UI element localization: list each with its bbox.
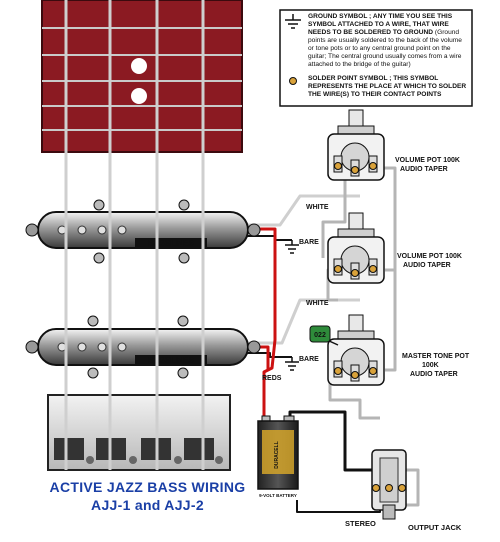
tone-capacitor: 022 (309, 325, 339, 346)
white-wire-label: WHITE (306, 204, 329, 211)
title-line-2: AJJ-1 and AJJ-2 (91, 497, 204, 513)
stereo-label: STEREO (345, 519, 376, 528)
tone-pot-label: MASTER TONE POT (402, 353, 470, 360)
bridge-pickup: BASSLINES (25, 315, 261, 379)
tone-pot-taper: AUDIO TAPER (410, 371, 458, 378)
legend-ground-text: GROUND SYMBOL ; ANY TIME YOU SEE THIS SY… (308, 13, 468, 69)
solder-point-icon (289, 77, 297, 85)
output-jack (371, 449, 407, 520)
volume-pot-1 (327, 109, 385, 181)
output-jack-label: OUTPUT JACK (408, 523, 462, 532)
bridge (47, 394, 231, 471)
neck-pickup: BASSLINES (25, 199, 261, 264)
bare-wire-label: BARE (299, 239, 319, 246)
legend-box (279, 9, 473, 107)
legend-ground-title: GROUND SYMBOL ; ANY TIME YOU SEE THIS SY… (308, 13, 453, 36)
tone-pot-value: 100K (422, 362, 439, 369)
white-wire-label: WHITE (306, 300, 329, 307)
battery: DURACELL (257, 415, 299, 490)
ground-symbol-icon (285, 14, 301, 29)
pickup-brand: BASSLINES (148, 239, 194, 248)
battery-label: 9-VOLT BATTERY (259, 493, 297, 498)
fret-marker-dot (131, 58, 147, 74)
volume-pot-2 (327, 212, 385, 284)
tone-pot (327, 314, 385, 386)
volume-pot-1-taper: AUDIO TAPER (400, 166, 448, 173)
volume-pot-2-taper: AUDIO TAPER (403, 262, 451, 269)
legend-solder-text: SOLDER POINT SYMBOL ; THIS SYMBOL REPRES… (308, 75, 468, 99)
reds-wire-label: REDS (262, 375, 282, 382)
volume-pot-1-label: VOLUME POT 100K (395, 157, 460, 164)
volume-pot-2-label: VOLUME POT 100K (397, 253, 462, 260)
diagram-title: ACTIVE JAZZ BASS WIRING AJJ-1 and AJJ-2 (30, 478, 265, 514)
pickup-brand: BASSLINES (148, 356, 194, 365)
bare-wire-label: BARE (299, 356, 319, 363)
legend-solder-title: SOLDER POINT SYMBOL ; THIS SYMBOL REPRES… (308, 75, 467, 98)
strings (64, 0, 205, 470)
ground-icon (285, 240, 299, 254)
legend-ground-detail: (Ground points are usually soldered to t… (308, 29, 462, 68)
fret-marker-dot (131, 88, 147, 104)
title-line-1: ACTIVE JAZZ BASS WIRING (49, 479, 246, 495)
fretboard (41, 0, 243, 153)
capacitor-label: 022 (314, 332, 326, 339)
battery-brand: DURACELL (274, 441, 280, 469)
ground-icon (285, 357, 299, 371)
